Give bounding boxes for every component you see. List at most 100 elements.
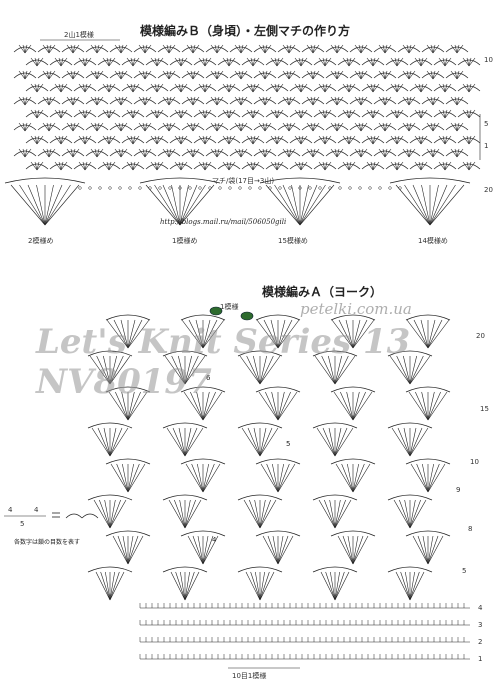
shell-stitch [306,96,314,106]
chain-stitch [348,186,352,190]
shell-stitch [192,122,196,132]
shell-stitch [166,44,170,54]
shell-stitch [54,161,62,171]
shell-stitch [432,96,436,106]
shell-stitch [466,161,470,171]
diagram-b-title: 模様編みＢ（身頃）・左側マチの作り方 [140,24,351,38]
shell-stitch [276,161,280,171]
yoke-fan [113,319,129,349]
shell-stitch [394,135,398,145]
shell-stitch [70,96,74,106]
shell-stitch [120,122,128,132]
yoke-fan [259,499,277,529]
shell-stitch [108,83,112,93]
shell-stitch [258,148,266,158]
shell-stitch [42,44,50,54]
shell-stitch [234,148,242,158]
shell-stitch [408,148,412,158]
shell-stitch [84,109,92,119]
yoke-fan [174,499,186,529]
shell-stitch [108,161,112,171]
yoke-arc [255,386,301,393]
shell-arc [457,137,481,144]
yoke-fan [266,463,279,493]
shell-arc [13,150,37,157]
shell-stitch [118,70,122,80]
shell-stitch [406,70,410,80]
shell-stitch [312,148,320,158]
shell-stitch [114,122,122,132]
shell-stitch [252,135,260,145]
shell-stitch [370,57,374,67]
yoke-fan [338,319,354,349]
yoke-fan [106,319,129,349]
shell-stitch [262,96,266,106]
shell-stitch [396,135,400,145]
yoke-fan [184,355,199,385]
shell-stitch [442,109,446,119]
yoke-fan [164,355,186,385]
shell-arc [169,85,193,92]
shell-stitch [264,70,268,80]
bead-icon [240,311,254,321]
shell-arc [37,46,61,53]
yoke-fan [184,427,198,457]
shell-arc [157,46,181,53]
chain-stitch [78,186,82,190]
shell-stitch [456,148,464,158]
shell-arc [361,111,385,118]
yoke-fan [178,427,186,457]
yoke-arc [255,458,301,465]
shell-stitch [24,148,32,158]
shell-stitch [312,44,320,54]
shell-stitch [30,83,38,93]
yoke-fan [184,427,204,457]
shell-stitch [312,148,316,158]
shell-arc [433,163,457,170]
yoke-fan [427,319,443,349]
shell-arc [301,72,325,79]
shell-stitch [378,148,386,158]
shell-stitch [150,109,158,119]
a-row-10: 10 [470,458,479,466]
shell-stitch [216,148,220,158]
shell-arc [229,150,253,157]
shell-stitch [354,96,362,106]
yoke-fan [127,391,141,421]
shell-stitch [342,57,350,67]
shell-stitch [108,57,116,67]
shell-stitch [288,148,296,158]
shell-stitch [468,57,472,67]
shell-stitch [384,148,392,158]
shell-stitch [348,109,356,119]
shell-arc [265,85,289,92]
shell-arc [421,150,445,157]
shell-stitch [432,148,436,158]
shell-stitch [288,44,296,54]
shell-stitch [370,135,374,145]
shell-stitch [198,161,206,171]
yoke-fan [171,355,186,385]
shell-stitch [430,70,434,80]
shell-stitch [94,122,98,132]
shell-stitch [288,148,292,158]
shell-stitch [240,148,244,158]
shell-arc [385,59,409,66]
yoke-fan [259,499,266,529]
shell-stitch [462,83,470,93]
yoke-fan [166,427,186,457]
shell-stitch [216,122,224,132]
yoke-fan [109,427,123,457]
shell-stitch [322,161,326,171]
shell-stitch [372,161,380,171]
shell-stitch [396,135,404,145]
gusset-fan [429,184,448,226]
shell-arc [121,163,145,170]
shell-stitch [48,148,52,158]
shell-stitch [360,122,368,132]
chain-stitch [128,186,132,190]
shell-stitch [180,109,184,119]
shell-arc [157,150,181,157]
shell-stitch [438,161,446,171]
shell-stitch [396,109,400,119]
